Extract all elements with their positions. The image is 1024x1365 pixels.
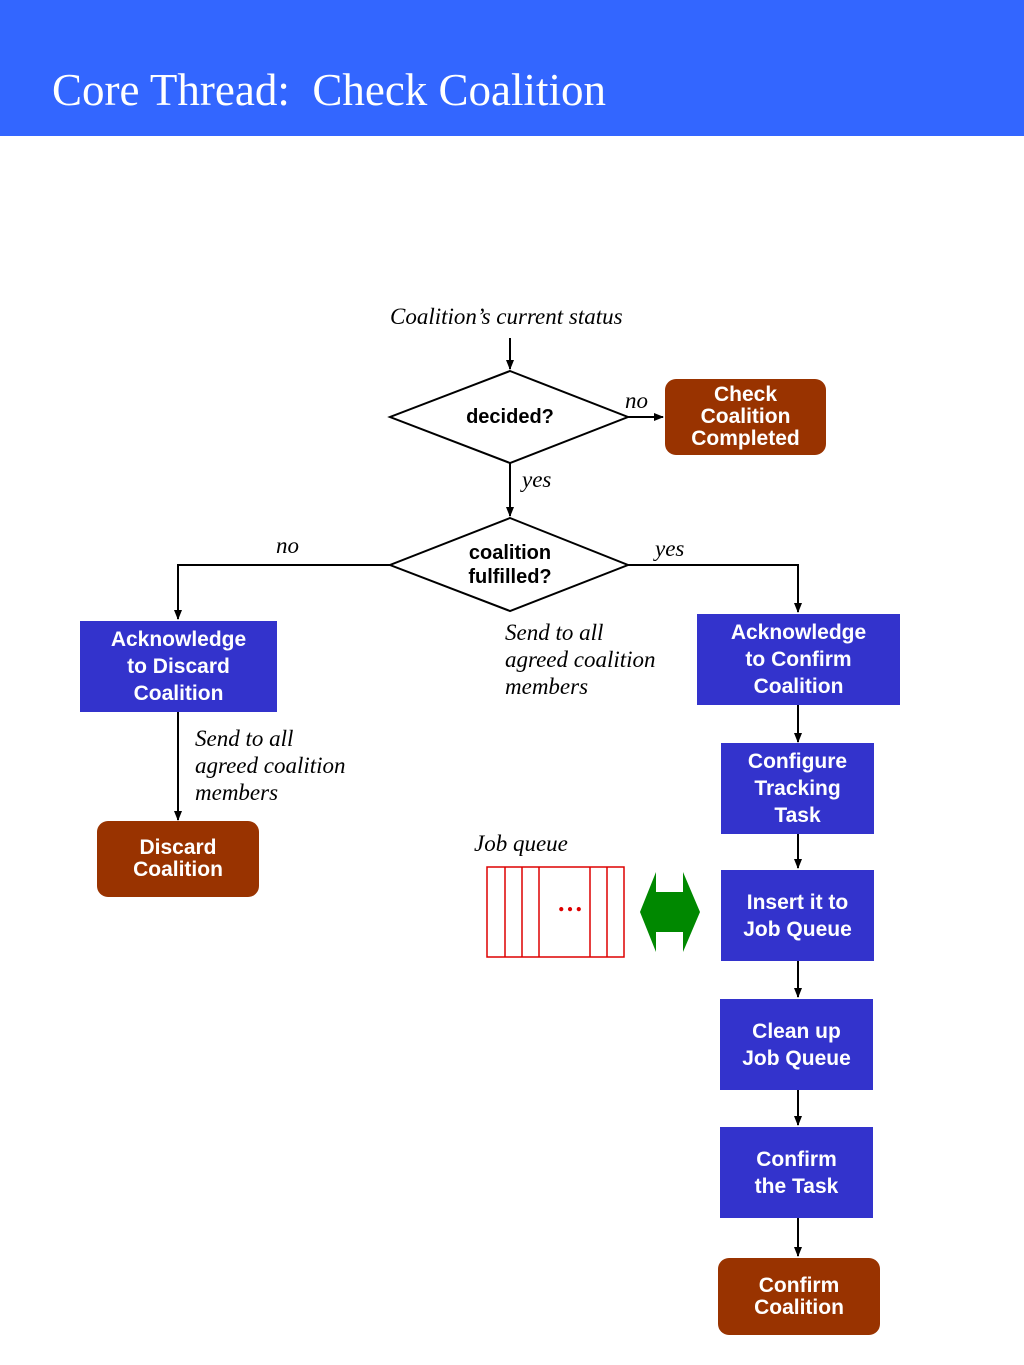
terminal-discard-coalition: Discard Coalition [97, 821, 259, 897]
process-insert-job-queue: Insert it to Job Queue [721, 870, 874, 961]
process-clean-up-job-queue: Clean up Job Queue [720, 999, 873, 1090]
process-confirm-task: Confirm the Task [720, 1127, 873, 1218]
terminal-check-coalition-completed: Check Coalition Completed [665, 379, 826, 455]
decision-decided-label: decided? [466, 406, 554, 428]
note-send-to-members-right: Send to all agreed coalition members [505, 620, 656, 699]
process-configure-tracking-task: Configure Tracking Task [721, 743, 874, 834]
process-acknowledge-confirm: Acknowledge to Confirm Coalition [697, 614, 900, 705]
edge-label-fulfilled-yes: yes [655, 536, 685, 561]
edge-label-decided-yes: yes [522, 467, 552, 492]
job-queue-icon [486, 866, 625, 958]
edge-label-decided-no: no [625, 388, 648, 413]
job-queue-ellipsis: … [557, 888, 583, 917]
title-bar: Core Thread: Check Coalition [0, 0, 1024, 136]
arrow-fulfilled-no [174, 564, 390, 620]
arrow-fulfilled-yes [628, 564, 802, 613]
edge-label-fulfilled-no: no [276, 533, 299, 558]
page-title: Core Thread: Check Coalition [52, 65, 607, 115]
process-acknowledge-discard: Acknowledge to Discard Coalition [80, 621, 277, 712]
start-label: Coalition’s current status [390, 304, 623, 329]
terminal-confirm-coalition: Confirm Coalition [718, 1258, 880, 1335]
job-queue-label: Job queue [474, 831, 568, 856]
decision-fulfilled-label: coalition fulfilled? [468, 542, 552, 588]
decision-diamond-fulfilled [387, 516, 631, 613]
note-send-to-members-left: Send to all agreed coalition members [195, 726, 346, 805]
double-arrow-icon [640, 872, 700, 952]
